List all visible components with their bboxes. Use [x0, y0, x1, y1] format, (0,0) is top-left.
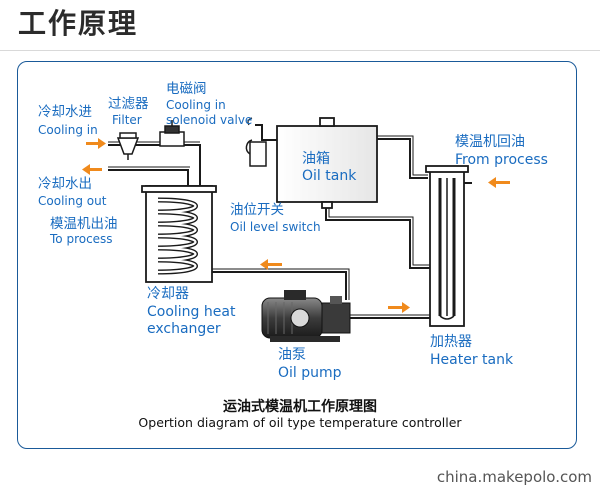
- heater-label-en: Heater tank: [430, 352, 514, 368]
- cooling-in-label-en: Cooling in: [38, 123, 98, 137]
- solenoid-label-en-1: Cooling in: [166, 98, 226, 112]
- oil-tank-icon: [276, 117, 378, 209]
- flow-arrows: [82, 138, 510, 313]
- filter-label-en: Filter: [112, 113, 142, 127]
- page-title: 工作原理: [18, 7, 139, 40]
- solenoid-pipe: [255, 124, 278, 141]
- cooling-in-pipe: [108, 144, 201, 186]
- to-process-label-zh: 模温机出油: [50, 216, 118, 232]
- exchanger-return-pipe: [212, 271, 347, 300]
- arrow-cooling-out: [82, 164, 102, 175]
- arrow-cooling-in: [86, 138, 106, 149]
- pump-label-en: Oil pump: [278, 365, 342, 381]
- cooling-out-label-zh: 冷却水出: [38, 176, 92, 192]
- diagram-caption-zh: 运油式模温机工作原理图: [223, 399, 377, 415]
- solenoid-label-zh: 电磁阀: [166, 81, 207, 97]
- pump-label-zh: 油泵: [278, 347, 306, 363]
- diagram-frame: [17, 61, 577, 449]
- filter-label-zh: 过滤器: [108, 96, 149, 112]
- to-process-label-en: To process: [50, 232, 113, 246]
- site-footer: china.makepolo.com: [436, 468, 592, 486]
- oil-pump-icon: [261, 290, 351, 342]
- from-process-label-zh: 模温机回油: [455, 134, 525, 150]
- oil-tank-label-zh: 油箱: [302, 151, 330, 167]
- heat-exchanger-icon: [141, 185, 217, 283]
- arrow-return: [260, 259, 282, 270]
- tank-to-heater-pipe: [376, 138, 428, 179]
- cooling-in-label-zh: 冷却水进: [38, 104, 92, 120]
- heater-tank-icon: [425, 165, 469, 327]
- exchanger-label-en-1: Cooling heat: [147, 304, 236, 320]
- heater-label-zh: 加热器: [430, 334, 472, 350]
- from-process-label-en: From process: [455, 152, 548, 168]
- arrow-from-process: [488, 177, 510, 188]
- tank-drain-pipe: [325, 203, 430, 269]
- title-divider: [0, 50, 600, 51]
- cooling-out-pipe: [108, 169, 189, 186]
- level-switch-label-zh: 油位开关: [230, 202, 284, 218]
- arrow-pump-out: [388, 302, 410, 313]
- diagram-caption-en: Opertion diagram of oil type temperature…: [138, 415, 462, 430]
- oil-level-switch-icon: [245, 139, 267, 167]
- exchanger-label-zh: 冷却器: [147, 286, 189, 302]
- filter-icon: [116, 132, 140, 160]
- exchanger-label-en-2: exchanger: [147, 321, 221, 337]
- cooling-out-label-en: Cooling out: [38, 194, 107, 208]
- level-switch-label-en: Oil level switch: [230, 220, 321, 234]
- solenoid-label-en-2: solenoid valve: [166, 113, 253, 127]
- oil-tank-label-en: Oil tank: [302, 168, 357, 184]
- solenoid-valve-icon: [159, 120, 185, 147]
